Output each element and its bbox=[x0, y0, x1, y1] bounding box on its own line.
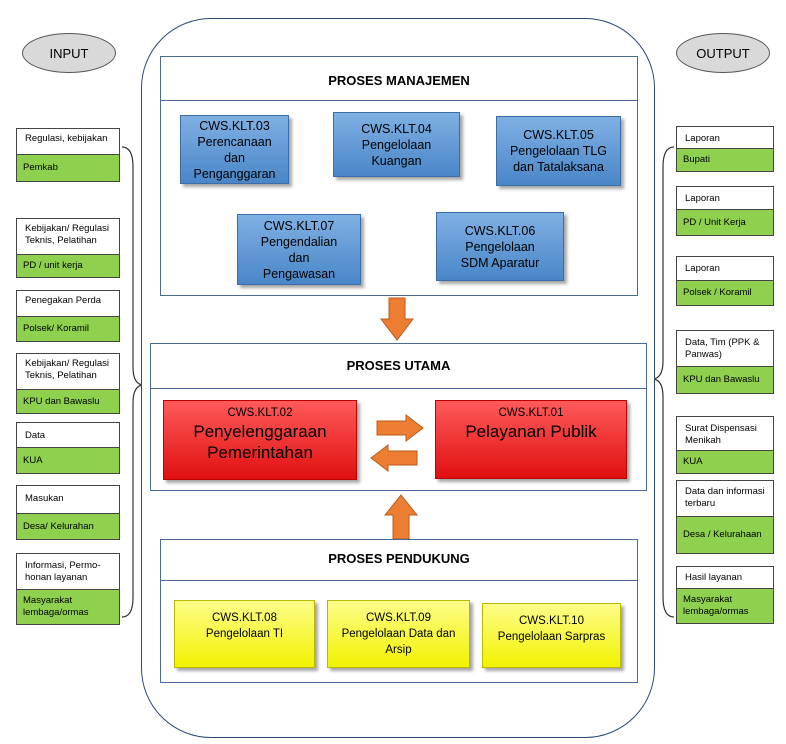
process-box-management: CWS.KLT.04 Pengelolaan Kuangan bbox=[333, 112, 460, 177]
input-item-source: Pemkab bbox=[16, 154, 120, 182]
process-box-support: CWS.KLT.08 Pengelolaan TI bbox=[174, 600, 315, 668]
input-item-source: PD / unit kerja bbox=[16, 254, 120, 278]
input-item: Kebijakan/ Regulasi Teknis, Pelatihan PD… bbox=[16, 218, 120, 278]
output-item-target: KPU dan Bawaslu bbox=[676, 366, 774, 394]
output-title: OUTPUT bbox=[696, 45, 750, 61]
process-name: Pengelolaan TI bbox=[205, 628, 284, 640]
process-code: CWS.KLT.05 bbox=[523, 128, 594, 142]
process-code: CWS.KLT.09 bbox=[366, 612, 431, 624]
output-item: Surat Dispensasi Menikah KUA bbox=[676, 416, 774, 474]
input-item-source: Polsek/ Koramil bbox=[16, 316, 120, 342]
output-item: Laporan Polsek / Koramil bbox=[676, 256, 774, 306]
output-item-label: Laporan bbox=[685, 193, 720, 204]
input-item-label: Data bbox=[25, 430, 46, 441]
output-item: Laporan PD / Unit Kerja bbox=[676, 186, 774, 236]
input-item-source: KUA bbox=[16, 447, 120, 474]
arrow-up-icon bbox=[384, 494, 418, 540]
output-item: Data, Tim (PPK & Panwas) KPU dan Bawaslu bbox=[676, 330, 774, 394]
process-code: CWS.KLT.01 bbox=[498, 407, 564, 419]
input-item: Informasi, Permo-honan layanan Masyaraka… bbox=[16, 553, 120, 625]
arrow-right-icon bbox=[376, 414, 424, 442]
process-code: CWS.KLT.10 bbox=[519, 615, 584, 627]
process-code: CWS.KLT.08 bbox=[212, 612, 277, 624]
output-item: Laporan Bupati bbox=[676, 126, 774, 172]
input-oval: INPUT bbox=[22, 33, 116, 73]
input-item-label: Kebijakan/ Regulasi Teknis, Pelatihan bbox=[25, 358, 109, 381]
process-code: CWS.KLT.02 bbox=[227, 407, 293, 419]
input-item: Penegakan Perda Polsek/ Koramil bbox=[16, 290, 120, 342]
support-title: PROSES PENDUKUNG bbox=[328, 551, 470, 566]
input-item-label: Informasi, Permo-honan layanan bbox=[25, 560, 101, 583]
output-item-target: KUA bbox=[676, 450, 774, 474]
process-code: CWS.KLT.03 bbox=[199, 118, 270, 133]
process-code: CWS.KLT.06 bbox=[464, 223, 536, 238]
process-name: Pelayanan Publik bbox=[465, 422, 597, 441]
process-box-support: CWS.KLT.10 Pengelolaan Sarpras bbox=[482, 603, 621, 668]
management-divider bbox=[161, 100, 637, 101]
process-name: Perencanaan dan Penganggaran bbox=[193, 134, 276, 181]
process-name: Pengelolaan TLG dan Tatalaksana bbox=[509, 144, 608, 174]
process-box-management: CWS.KLT.06 Pengelolaan SDM Aparatur bbox=[436, 212, 564, 281]
output-item-label: Laporan bbox=[685, 133, 720, 144]
process-box-management: CWS.KLT.07 Pengendalian dan Pengawasan bbox=[237, 214, 361, 285]
output-oval: OUTPUT bbox=[676, 33, 770, 73]
process-name: Pengelolaan Sarpras bbox=[497, 631, 606, 643]
core-divider bbox=[151, 388, 646, 389]
process-name: Pengelolaan Data dan Arsip bbox=[341, 628, 456, 656]
output-item-label: Data dan informasi terbaru bbox=[685, 486, 765, 509]
output-item-label: Data, Tim (PPK & Panwas) bbox=[685, 337, 760, 360]
input-item: Regulasi, kebijakan Pemkab bbox=[16, 128, 120, 182]
process-name: Pengendalian dan Pengawasan bbox=[260, 234, 338, 281]
arrow-left-icon bbox=[370, 444, 418, 472]
output-item: Data dan informasi terbaru Desa / Kelura… bbox=[676, 480, 774, 554]
output-item-label: Hasil layanan bbox=[685, 572, 743, 583]
process-name: Pengelolaan Kuangan bbox=[361, 137, 432, 168]
output-item-target: Masyarakat lembaga/ormas bbox=[676, 588, 774, 624]
input-title: INPUT bbox=[49, 45, 89, 61]
output-item-label: Surat Dispensasi Menikah bbox=[685, 423, 757, 446]
input-item-label: Penegakan Perda bbox=[25, 295, 102, 306]
output-item-target: Bupati bbox=[676, 148, 774, 172]
input-item-source: Masyarakat lembaga/ormas bbox=[16, 589, 120, 625]
management-title: PROSES MANAJEMEN bbox=[328, 73, 470, 88]
input-item-label: Kebijakan/ Regulasi Teknis, Pelatihan bbox=[25, 223, 109, 246]
input-item-label: Regulasi, kebijakan bbox=[25, 133, 108, 144]
input-item-label: Masukan bbox=[25, 493, 64, 504]
input-item: Kebijakan/ Regulasi Teknis, Pelatihan KP… bbox=[16, 353, 120, 414]
process-name: Pengelolaan SDM Aparatur bbox=[460, 239, 540, 270]
input-item: Masukan Desa/ Kelurahan bbox=[16, 485, 120, 540]
output-item: Hasil layanan Masyarakat lembaga/ormas bbox=[676, 566, 774, 624]
process-box-core: CWS.KLT.02 Penyelenggaraan Pemerintahan bbox=[163, 400, 357, 480]
output-item-target: Desa / Kelurahaan bbox=[676, 516, 774, 554]
process-box-support: CWS.KLT.09 Pengelolaan Data dan Arsip bbox=[327, 600, 470, 668]
input-item: Data KUA bbox=[16, 422, 120, 474]
output-item-target: PD / Unit Kerja bbox=[676, 209, 774, 236]
process-code: CWS.KLT.04 bbox=[361, 121, 432, 136]
input-item-source: Desa/ Kelurahan bbox=[16, 513, 120, 540]
output-item-target: Polsek / Koramil bbox=[676, 280, 774, 306]
core-title: PROSES UTAMA bbox=[346, 358, 451, 373]
process-box-management: CWS.KLT.05 Pengelolaan TLG dan Tatalaksa… bbox=[496, 116, 621, 186]
arrow-down-icon bbox=[380, 297, 414, 341]
process-name: Penyelenggaraan Pemerintahan bbox=[193, 422, 327, 462]
process-box-core: CWS.KLT.01 Pelayanan Publik bbox=[435, 400, 627, 479]
support-divider bbox=[161, 580, 637, 581]
output-item-label: Laporan bbox=[685, 263, 720, 274]
input-item-source: KPU dan Bawaslu bbox=[16, 389, 120, 414]
process-code: CWS.KLT.07 bbox=[263, 218, 335, 233]
process-box-management: CWS.KLT.03 Perencanaan dan Penganggaran bbox=[180, 115, 289, 184]
